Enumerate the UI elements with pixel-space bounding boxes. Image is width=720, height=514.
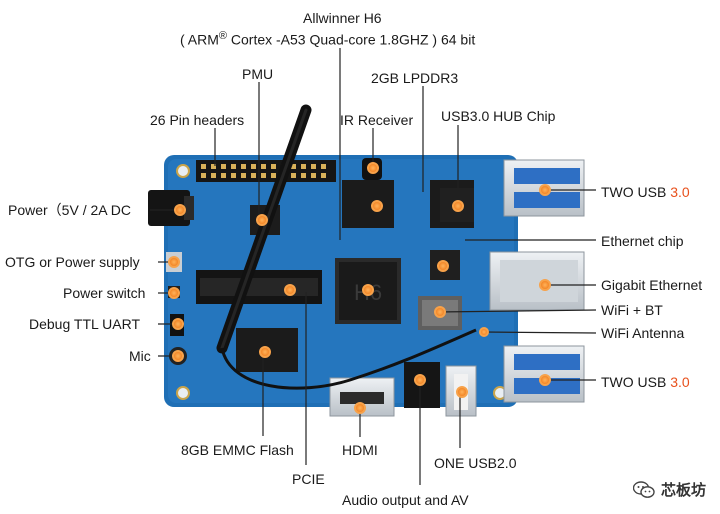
label-two-usb-top: TWO USB 3.0 [601, 184, 690, 200]
two-usb-top-version: 3.0 [670, 184, 690, 200]
label-emmc: 8GB EMMC Flash [181, 442, 294, 458]
two-usb-top-text: TWO USB [601, 184, 671, 200]
two-usb-bottom-text: TWO USB [601, 374, 671, 390]
leader-lines [150, 48, 597, 485]
ram-chip-left [342, 180, 394, 228]
soc-detail-reg: ® [218, 30, 227, 42]
soc-detail-pre: ( ARM [180, 31, 219, 48]
ethernet-port [489, 251, 585, 311]
label-pin-headers: 26 Pin headers [150, 112, 245, 128]
label-mic: Mic [129, 348, 151, 364]
label-soc-detail: ( ARM® Cortex -A53 Quad-core 1.8GHZ ) 64… [180, 28, 475, 48]
usb3-port-bottom [503, 345, 585, 403]
soc-detail-post: Cortex -A53 Quad-core 1.8GHZ ) 64 bit [227, 31, 476, 48]
label-power-switch: Power switch [63, 285, 146, 301]
pin-header [196, 160, 336, 182]
dc-power-jack [148, 190, 194, 226]
marker-dots [168, 162, 551, 414]
label-otg: OTG or Power supply [5, 254, 140, 270]
label-one-usb2: ONE USB2.0 [434, 455, 517, 471]
label-power: Power（5V / 2A DC [8, 202, 131, 218]
watermark-text: 芯板坊 [660, 482, 706, 499]
label-wifi-bt: WiFi + BT [601, 302, 663, 318]
label-usb-hub: USB3.0 HUB Chip [441, 108, 556, 124]
label-ir-receiver: IR Receiver [340, 112, 414, 128]
label-debug-uart: Debug TTL UART [29, 316, 141, 332]
label-gigabit: Gigabit Ethernet [601, 277, 703, 293]
label-ram: 2GB LPDDR3 [371, 70, 459, 86]
label-soc-title: Allwinner H6 [303, 10, 382, 26]
label-pmu: PMU [242, 66, 274, 82]
label-wifi-antenna: WiFi Antenna [601, 325, 685, 341]
label-ethernet-chip: Ethernet chip [601, 233, 684, 249]
label-hdmi: HDMI [342, 442, 378, 458]
wifi-antenna-stick [216, 104, 477, 390]
hdmi-port [329, 377, 395, 417]
label-audio: Audio output and AV [342, 492, 469, 508]
wechat-icon [632, 480, 655, 498]
label-two-usb-bottom: TWO USB 3.0 [601, 374, 690, 390]
two-usb-bottom-version: 3.0 [670, 374, 690, 390]
watermark: 芯板坊 [632, 479, 706, 500]
label-pcie: PCIE [292, 471, 325, 487]
pcie-slot [196, 270, 322, 304]
